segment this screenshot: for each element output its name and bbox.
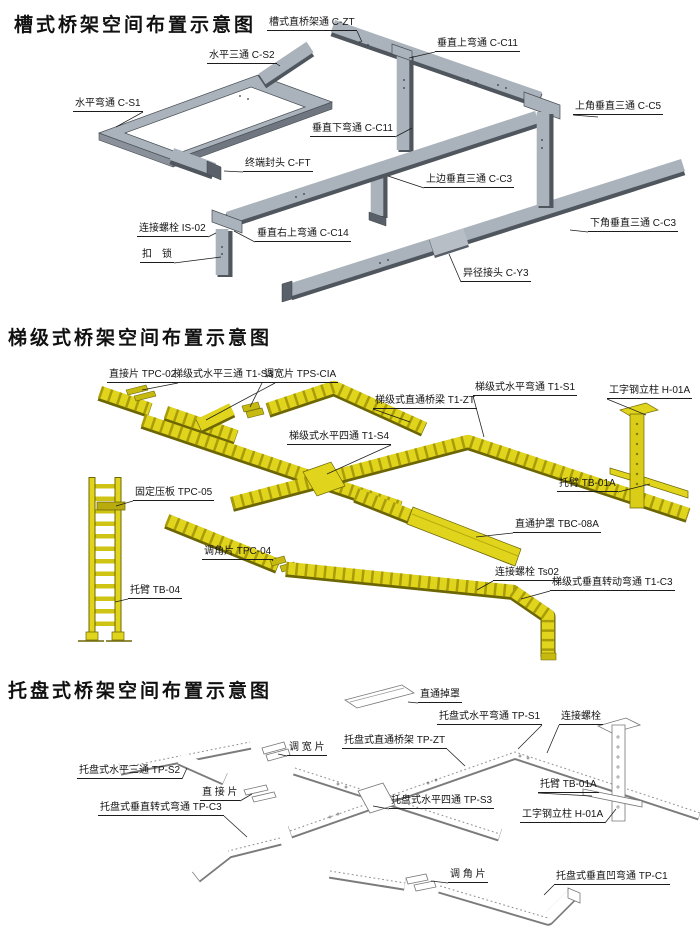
part-label: 上角垂直三通 C-C5	[573, 101, 664, 115]
end-cap	[206, 160, 222, 181]
steel-column	[611, 724, 626, 822]
channel-tray-drawing	[97, 20, 686, 303]
part-label: 水平三通 C-S2	[207, 50, 277, 64]
part-label: 调角片 TPC-04	[202, 546, 274, 560]
part-label: 垂直下弯通 C-C11	[310, 123, 395, 137]
part-label: 垂直右上弯通 C-C14	[255, 228, 351, 242]
part-label: 托臂 TB-01A	[538, 779, 599, 793]
part-label: 扣 锁	[140, 249, 174, 263]
section-title-tray: 托盘式桥架空间布置示意图	[8, 681, 273, 702]
part-label: 托臂 TB-01A	[557, 478, 618, 492]
part-label: 调 宽 片	[287, 742, 327, 756]
part-label: 托盘式水平四通 TP-S3	[389, 795, 495, 809]
part-label: 连接螺栓 IS-02	[137, 223, 208, 237]
part-label: 直 接 片	[200, 787, 240, 801]
fixing-clamp	[96, 501, 126, 511]
part-label: 托盘式水平弯通 TP-S1	[437, 711, 543, 725]
straight-cover	[344, 684, 415, 709]
part-label: 直通护罩 TBC-08A	[513, 519, 601, 533]
part-label: 工字钢立柱 H-01A	[607, 385, 693, 399]
part-label: 梯级式直通桥梁 T1-ZT	[373, 395, 477, 409]
horizontal-bend-ring	[97, 74, 334, 161]
part-label: 托盘式水平三通 TP-S2	[77, 765, 183, 779]
section-title-channel: 槽式桥架空间布置示意图	[14, 15, 257, 36]
part-label: 垂直上弯通 C-C11	[435, 38, 520, 52]
part-label: 固定压板 TPC-05	[133, 487, 215, 501]
part-label: 梯级式水平三通 T1-S3	[171, 369, 276, 383]
part-label: 托盘式垂直转式弯通 TP-C3	[98, 802, 224, 816]
part-label: 直接片 TPC-02	[107, 369, 179, 383]
steel-column	[629, 413, 645, 509]
part-label: 调 角 片	[448, 869, 488, 883]
part-label: 槽式直桥架通 C-ZT	[267, 17, 357, 31]
part-label: 托臂 TB-04	[128, 585, 183, 599]
part-label: 调宽片 TPS-CIA	[262, 369, 339, 383]
section-title-ladder: 梯级式桥架空间布置示意图	[8, 328, 273, 349]
part-label: 托盘式直通桥架 TP-ZT	[342, 735, 448, 749]
perforated-tray-drawing	[118, 684, 700, 926]
part-label: 梯级式水平四通 T1-S4	[287, 431, 392, 445]
part-label: 连接螺栓 Ts02	[493, 567, 561, 581]
bolt-holes	[328, 754, 530, 819]
ladder-tray-drawing	[78, 380, 691, 661]
part-label: 水平弯通 C-S1	[73, 98, 143, 112]
part-label: 梯级式垂直转动弯通 T1-C3	[550, 577, 675, 591]
part-label: 梯级式水平弯通 T1-S1	[473, 382, 578, 396]
part-label: 异径接头 C-Y3	[461, 268, 531, 282]
part-label: 终端封头 C-FT	[243, 158, 313, 172]
part-label: 工字钢立柱 H-01A	[520, 809, 606, 823]
upturn-end-cap	[567, 887, 581, 904]
part-label: 直通掉罩	[418, 689, 462, 703]
part-label: 上边垂直三通 C-C3	[424, 174, 515, 188]
part-label: 连接螺栓	[559, 711, 603, 725]
part-label: 下角垂直三通 C-C3	[588, 218, 679, 232]
part-label: 托盘式垂直凹弯通 TP-C1	[554, 871, 670, 885]
cover-plate	[406, 506, 522, 567]
